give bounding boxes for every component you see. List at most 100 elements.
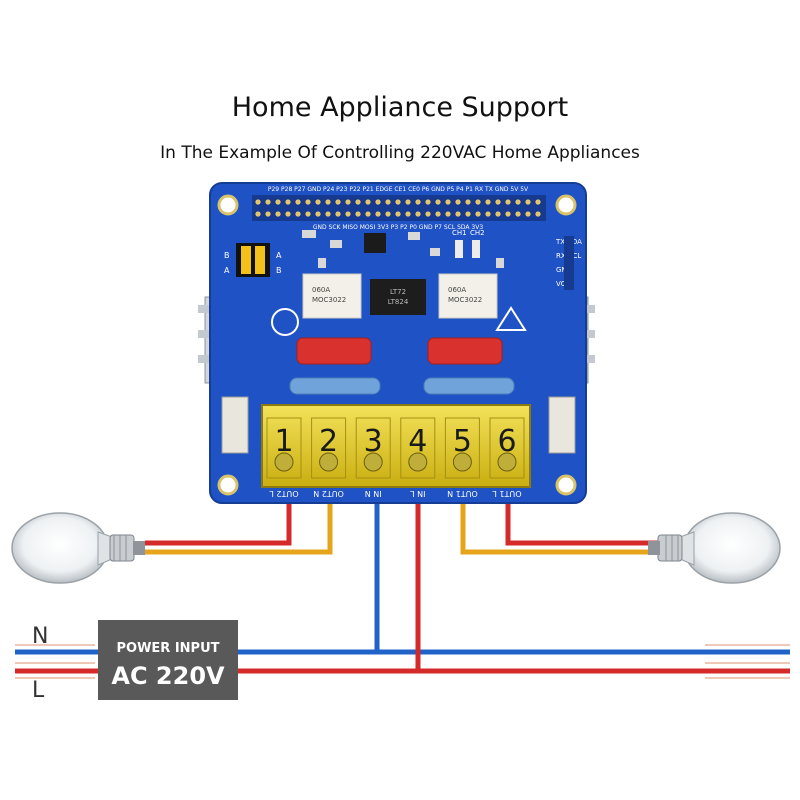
power-box-line2: AC 220V: [111, 662, 225, 690]
diagram-title: Home Appliance Support: [231, 92, 569, 123]
terminal-label: OUT1 L: [492, 489, 522, 498]
terminal-screw: [319, 452, 339, 472]
led: [472, 240, 480, 258]
left-bulb: [11, 512, 145, 584]
gpio-labels-top: P29 P28 P27 GND P24 P23 P22 P21 EDGE CE1…: [268, 186, 529, 193]
terminal-screw: [497, 452, 517, 472]
ic-text: LT824: [388, 298, 409, 306]
small-ic: [364, 233, 386, 253]
terminal-labels: OUT2 L OUT2 N IN N IN L OUT1 N OUT1 L: [269, 489, 522, 498]
optocoupler-left: 060A MOC3022: [302, 273, 362, 319]
relay-board: P29 P28 P27 GND P24 P23 P22 P21 EDGE CE1…: [209, 182, 587, 504]
terminal-position: 2: [311, 417, 347, 479]
uart-pins: [564, 236, 574, 290]
out1-n-wire: [460, 500, 660, 555]
terminal-label: OUT2 N: [313, 489, 344, 498]
out2-n-wire: [145, 500, 333, 555]
terminal-number: 1: [274, 424, 293, 459]
gpio-labels-bottom: GND SCK MISO MOSI 3V3 P3 P2 P0 GND P7 SC…: [313, 224, 483, 231]
diagram-subtitle: In The Example Of Controlling 220VAC Hom…: [160, 143, 640, 163]
jumper-label: A: [224, 266, 230, 275]
terminal-label: IN N: [365, 489, 382, 498]
power-box-body: [98, 620, 238, 700]
terminal-cell: [400, 417, 436, 479]
terminal-label: IN L: [410, 489, 426, 498]
power-box-line1: POWER INPUT: [116, 641, 219, 656]
jumper-label: B: [276, 266, 282, 275]
terminal-number: 6: [497, 424, 516, 459]
opto-text: 060A: [448, 286, 466, 294]
fuse-right: [548, 396, 576, 454]
terminal-position: 1: [266, 417, 302, 479]
terminal-number: 3: [364, 424, 383, 459]
terminal-cell: [444, 417, 480, 479]
terminal-cell: [355, 417, 391, 479]
uart-header: TX/SDA RX/SCL GND VCC: [555, 236, 582, 290]
opto-body: [438, 273, 498, 319]
header-pins: [255, 199, 541, 217]
opto-text: 060A: [312, 286, 330, 294]
neutral-label: N: [32, 624, 48, 649]
bulb-contact: [648, 541, 660, 555]
terminal-screw: [408, 452, 428, 472]
jumper-cap: [255, 246, 265, 274]
hand-warning-icon: [271, 308, 299, 336]
smd-resistor: [496, 258, 504, 268]
header-base: [252, 195, 546, 221]
terminal-screw: [452, 452, 472, 472]
out1-l-wire: [505, 500, 660, 546]
resistor-right: [423, 377, 515, 395]
terminal-number: 5: [453, 424, 472, 459]
resistor-left: [289, 377, 381, 395]
terminal-label: OUT2 L: [269, 489, 299, 498]
ic-body: [370, 279, 426, 315]
terminal-label: OUT1 N: [447, 489, 478, 498]
heatsink-fin: [198, 355, 210, 363]
heatsink-fin: [198, 330, 210, 338]
terminal-number: 2: [319, 424, 338, 459]
heatsink-fin: [583, 330, 595, 338]
ic-text: LT72: [390, 288, 406, 296]
mount-hole: [555, 194, 577, 216]
heatsink-fin: [198, 305, 210, 313]
mount-hole: [555, 474, 577, 496]
heatsink-fin: [583, 355, 595, 363]
jumper-label: B: [224, 251, 230, 260]
capacitor-left: [296, 337, 372, 365]
channel-label: CH1: [452, 229, 467, 237]
out2-l-wire: [145, 500, 292, 546]
optocoupler-right: 060A MOC3022: [438, 273, 498, 319]
led: [455, 240, 463, 258]
opto-text: MOC3022: [448, 296, 482, 304]
terminal-position: 3: [355, 417, 391, 479]
fuse-left: [221, 396, 249, 454]
terminal-number: 4: [408, 424, 427, 459]
gpio-header: [252, 195, 546, 221]
jumper-label: A: [276, 251, 282, 260]
bulb-contact: [133, 541, 145, 555]
mount-hole: [217, 194, 239, 216]
high-voltage-warning-icon: [495, 306, 527, 331]
channel-label: CH2: [470, 229, 485, 237]
capacitor-right: [427, 337, 503, 365]
smd-resistor: [318, 258, 326, 268]
heatsink-fin: [583, 305, 595, 313]
smd-resistor: [430, 248, 440, 256]
light-bulb-icon: [683, 512, 781, 584]
opto-body: [302, 273, 362, 319]
uart-label: VCC: [556, 280, 571, 288]
power-input-box: POWER INPUT AC 220V: [98, 620, 238, 700]
terminal-position: 6: [489, 417, 525, 479]
terminal-cell: [266, 417, 302, 479]
jumper-cap: [241, 246, 251, 274]
terminal-screw: [363, 452, 383, 472]
terminal-cell: [311, 417, 347, 479]
terminal-position: 5: [444, 417, 480, 479]
terminal-cell: [489, 417, 525, 479]
mount-hole: [217, 474, 239, 496]
jumper-block: B A A B: [224, 243, 282, 277]
smd-resistor: [330, 240, 342, 248]
